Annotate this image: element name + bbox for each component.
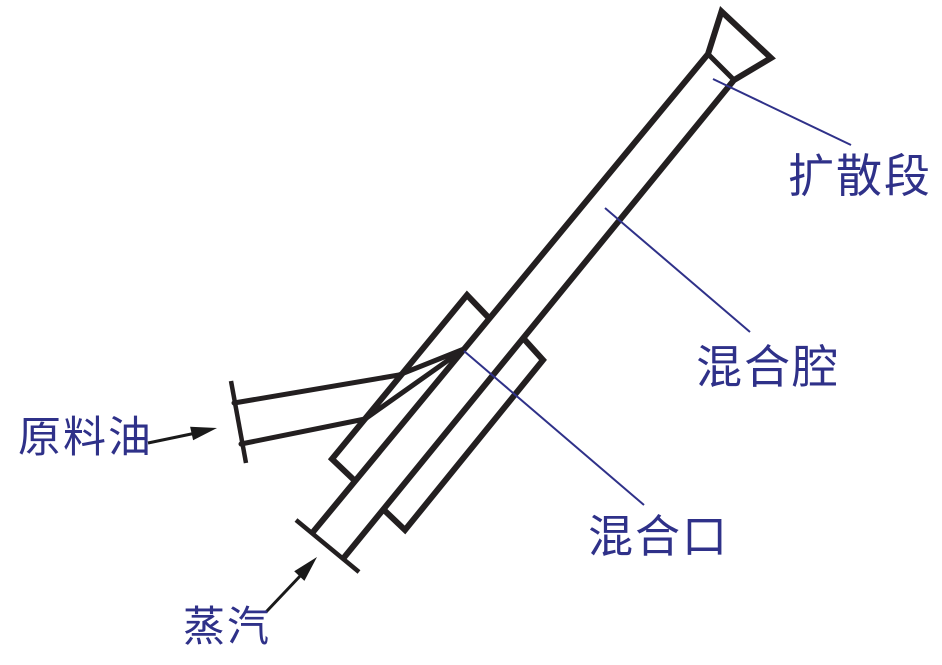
steam-arrowhead-icon [294, 557, 317, 581]
label-diffuser-section: 扩散段 [788, 149, 932, 203]
label-mixing-chamber: 混合腔 [696, 340, 840, 394]
label-mixing-port: 混合口 [588, 510, 730, 563]
oil-inlet-flange [228, 380, 249, 464]
leader-line-diffuser [712, 78, 852, 146]
feed-oil-arrowhead-icon [190, 426, 217, 441]
steam-arrow [264, 572, 304, 614]
label-feedstock-oil: 原料油 [18, 413, 153, 463]
mixing-chamber-sleeve-right [380, 336, 547, 535]
label-steam: 蒸汽 [183, 602, 272, 651]
leader-line-mixing-chamber [604, 207, 751, 333]
oil-tube-lower-wall [238, 346, 467, 447]
diffuser-throat-line [706, 52, 736, 82]
leader-line-mixing-port [463, 350, 645, 506]
oil-tube-upper-wall [231, 346, 467, 406]
steam-inlet-flange [294, 518, 361, 574]
feed-oil-arrow [147, 431, 197, 445]
mixing-tube-and-diffuser-outline [310, 6, 776, 562]
